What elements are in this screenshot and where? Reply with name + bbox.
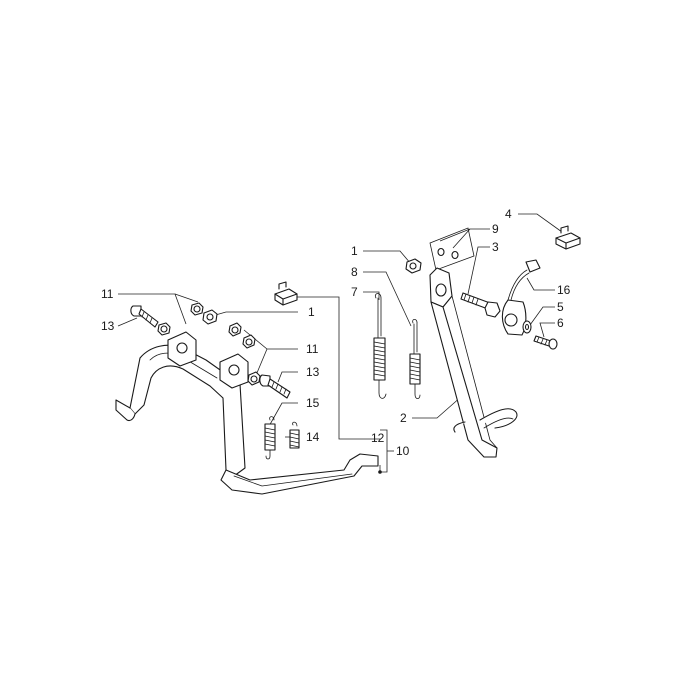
callout-10: 10 xyxy=(396,444,410,458)
callout-14: 14 xyxy=(306,430,320,444)
nut-right-part xyxy=(405,258,422,274)
bolt-left-part xyxy=(130,305,159,328)
callout-13-right: 13 xyxy=(306,365,320,379)
callout-12: 12 xyxy=(371,431,385,445)
large-spring-part xyxy=(373,293,387,399)
callout-6: 6 xyxy=(557,316,564,330)
callout-2: 2 xyxy=(400,411,407,425)
callout-4: 4 xyxy=(505,207,512,221)
spring-14-part xyxy=(289,421,300,449)
washer-pair-part xyxy=(429,227,475,271)
side-stand-part xyxy=(429,267,518,458)
bushing-mid-part xyxy=(228,322,261,386)
washer-part xyxy=(522,320,532,334)
callout-13-left: 13 xyxy=(101,319,115,333)
bolt-part xyxy=(460,292,501,318)
bushing-top-part xyxy=(157,302,204,336)
callout-15: 15 xyxy=(306,396,320,410)
small-spring-part xyxy=(409,318,421,400)
stop-buffer-part xyxy=(274,281,298,306)
center-stand-part xyxy=(115,331,382,495)
rubber-stop-part xyxy=(555,225,581,250)
callout-7: 7 xyxy=(351,285,358,299)
bolt-right-part xyxy=(259,374,291,399)
spring-15-part xyxy=(264,416,276,460)
nut-left-part xyxy=(202,309,218,325)
callout-11-mid: 11 xyxy=(306,342,319,356)
callout-1-right: 1 xyxy=(351,244,358,258)
callout-1-left: 1 xyxy=(308,305,315,319)
callout-5: 5 xyxy=(557,300,564,314)
callout-11-top: 11 xyxy=(101,287,114,301)
callout-8: 8 xyxy=(351,265,358,279)
callout-9: 9 xyxy=(492,222,499,236)
callout-labels: 4 9 3 1 8 7 16 5 6 2 11 13 1 11 13 15 14… xyxy=(101,207,571,458)
sensor-switch-part xyxy=(501,259,541,336)
callout-3: 3 xyxy=(492,240,499,254)
screw-part xyxy=(533,335,558,350)
callout-16: 16 xyxy=(557,283,571,297)
